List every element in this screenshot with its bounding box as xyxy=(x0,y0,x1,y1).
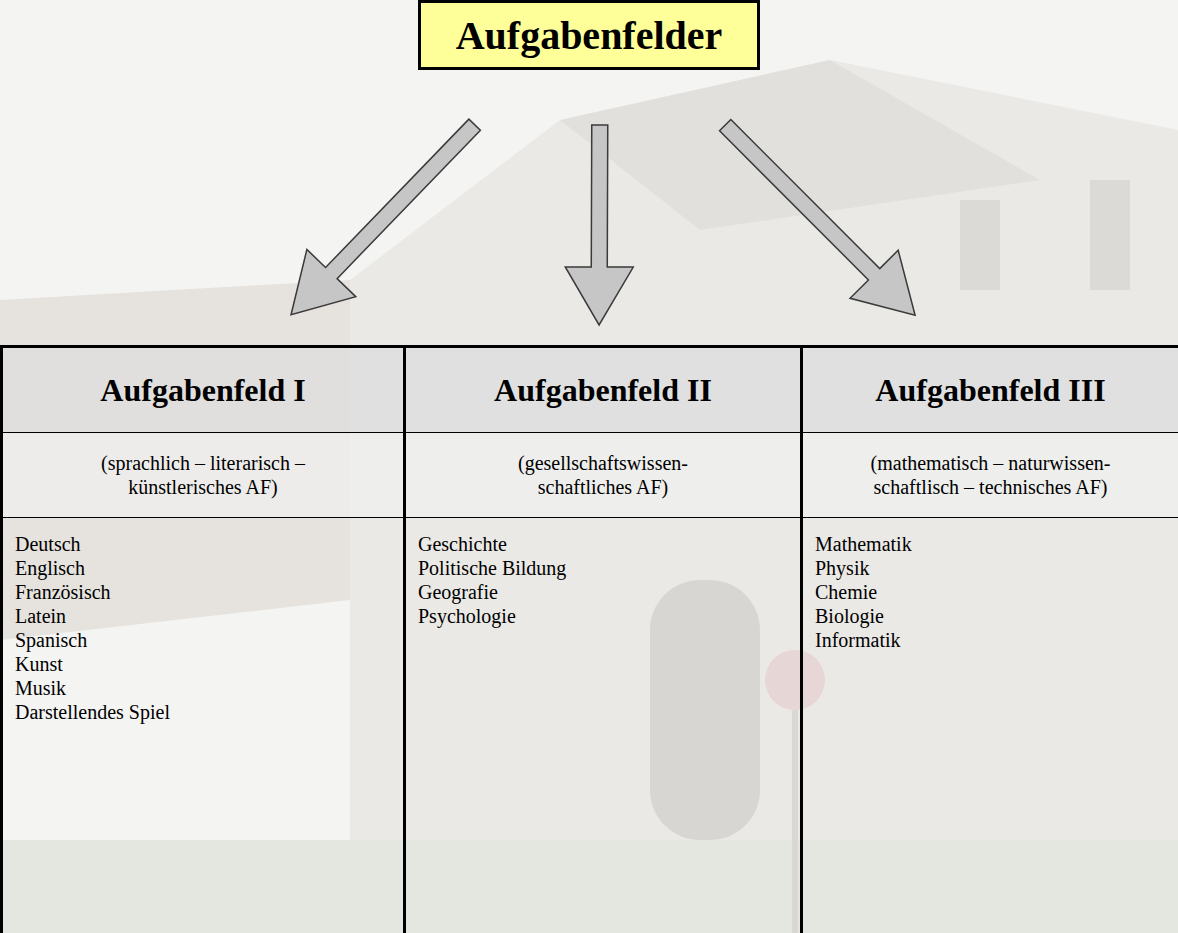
subject-name: Kunst xyxy=(15,652,403,676)
sign-pole xyxy=(792,710,798,933)
subject-name: Chemie xyxy=(815,580,1178,604)
field-heading: Aufgabenfeld III xyxy=(875,372,1105,409)
title-text: Aufgabenfelder xyxy=(440,12,739,59)
subject-cell: DeutschEnglischFranzösischLateinSpanisch… xyxy=(3,518,403,724)
field-heading: Aufgabenfeld I xyxy=(100,372,305,409)
main-building xyxy=(350,60,1178,933)
field-heading: Aufgabenfeld II xyxy=(494,372,712,409)
subject-name: Physik xyxy=(815,556,1178,580)
header-cell: Aufgabenfeld III xyxy=(803,348,1178,433)
subject-name: Darstellendes Spiel xyxy=(15,700,403,724)
street xyxy=(0,840,1178,933)
subject-name: Geschichte xyxy=(418,532,800,556)
field-column: Aufgabenfeld I (sprachlich – literarisch … xyxy=(0,345,406,933)
field-subtitle: (sprachlich – literarisch – künstlerisch… xyxy=(63,451,343,499)
subject-name: Englisch xyxy=(15,556,403,580)
field-subtitle: (gesellschaftswissen- schaftliches AF) xyxy=(493,451,713,499)
block-arrow xyxy=(565,125,633,325)
window xyxy=(1090,180,1130,290)
subtitle-cell: (sprachlich – literarisch – künstlerisch… xyxy=(3,433,403,518)
subtitle-cell: (gesellschaftswissen- schaftliches AF) xyxy=(406,433,800,518)
subject-cell: MathematikPhysikChemieBiologieInformatik xyxy=(803,518,1178,652)
subject-cell: GeschichtePolitische BildungGeografiePsy… xyxy=(406,518,800,628)
subject-name: Mathematik xyxy=(815,532,1178,556)
header-cell: Aufgabenfeld II xyxy=(406,348,800,433)
subject-name: Geografie xyxy=(418,580,800,604)
window xyxy=(960,200,1000,290)
header-cell: Aufgabenfeld I xyxy=(3,348,403,433)
traffic-sign xyxy=(765,650,825,710)
title-box: Aufgabenfelder xyxy=(418,0,760,70)
field-column: Aufgabenfeld III (mathematisch – naturwis… xyxy=(800,345,1178,933)
block-arrow xyxy=(291,119,480,315)
subject-name: Informatik xyxy=(815,628,1178,652)
subject-name: Politische Bildung xyxy=(418,556,800,580)
block-arrow xyxy=(720,120,916,316)
field-subtitle: (mathematisch – naturwissen- schaftlisch… xyxy=(841,451,1141,499)
subject-name: Spanisch xyxy=(15,628,403,652)
subtitle-cell: (mathematisch – naturwissen- schaftlisch… xyxy=(803,433,1178,518)
subject-name: Deutsch xyxy=(15,532,403,556)
field-column: Aufgabenfeld II (gesellschaftswissen- sch… xyxy=(403,345,803,933)
subject-name: Psychologie xyxy=(418,604,800,628)
doorway xyxy=(650,580,760,840)
subject-name: Latein xyxy=(15,604,403,628)
subject-name: Musik xyxy=(15,676,403,700)
subject-name: Biologie xyxy=(815,604,1178,628)
subject-name: Französisch xyxy=(15,580,403,604)
